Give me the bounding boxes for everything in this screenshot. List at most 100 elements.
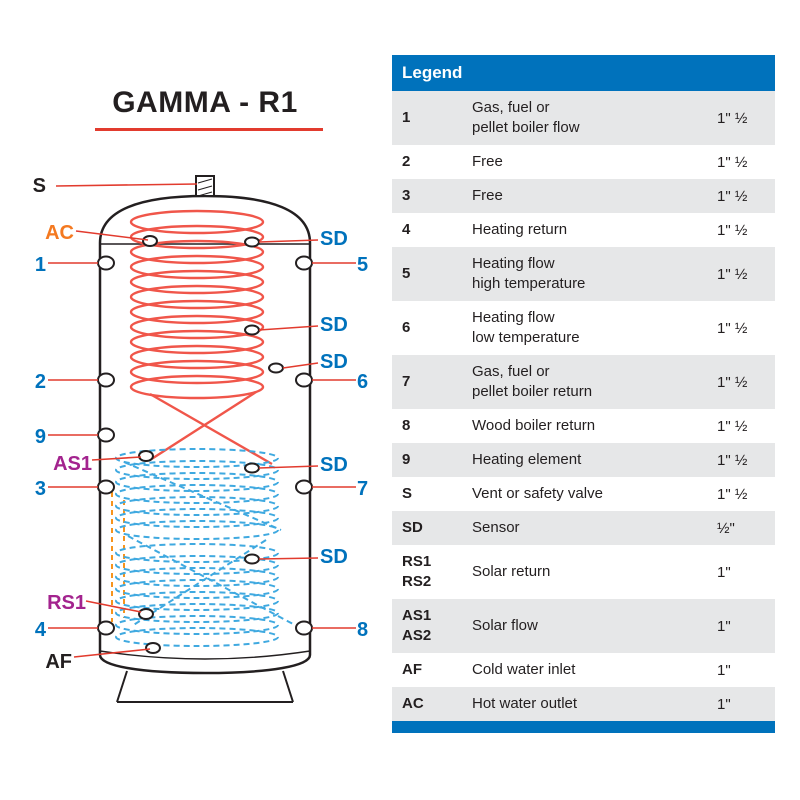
legend-key: 8 [402,417,411,434]
legend-size: 1" ½ [717,417,748,435]
label-af: AF [45,651,72,673]
legend-key: 4 [402,221,411,238]
port-1 [97,255,115,271]
legend-desc: Cold water inlet [472,661,576,678]
legend-key: AC [402,695,424,712]
red-coil [129,209,273,466]
legend-desc: Vent or safety valve [472,485,603,502]
port-7 [295,479,313,495]
legend-desc: Heating element [472,451,582,468]
title-underline [95,128,323,131]
legend-row: RS1 RS2 Solar return 1" [392,545,775,599]
legend-size: 1" ½ [717,485,748,503]
legend-desc: Gas, fuel or pellet boiler return [472,363,593,400]
legend-size: 1" ½ [717,265,748,283]
legend-footer-bar [392,721,775,733]
legend-desc: Heating return [472,221,568,238]
tank-outline [98,194,312,675]
legend-size: 1" [717,563,731,581]
label-sd-2: SD [320,314,348,336]
label-8: 8 [357,619,368,641]
legend-row: 8 Wood boiler return 1" ½ [392,409,775,443]
label-6: 6 [357,371,368,393]
legend-key: RS1 RS2 [402,553,432,590]
port-2 [97,372,115,388]
blue-coil-upper [115,448,282,540]
port-rs1 [138,608,154,620]
legend-size: 1" ½ [717,187,748,205]
legend-size: 1" ½ [717,319,748,337]
legend-row: 9 Heating element 1" ½ [392,443,775,477]
port-ac [142,235,158,247]
legend-desc: Hot water outlet [472,695,578,712]
legend-size: 1" [717,617,731,635]
legend-row: 3 Free 1" ½ [392,179,775,213]
vent-fitting [195,175,215,197]
label-1: 1 [35,254,46,276]
legend-row: AS1 AS2 Solar flow 1" [392,599,775,653]
tank-base [116,670,294,703]
legend-key: AF [402,661,422,678]
orange-lines [111,492,125,622]
legend-key: 9 [402,451,411,468]
legend-rows: 1 Gas, fuel or pellet boiler flow 1" ½ 2… [392,91,775,721]
port-8 [295,620,313,636]
legend-key: 7 [402,373,411,390]
leader-lines [48,183,356,658]
label-4: 4 [35,619,47,641]
legend-size: 1" ½ [717,373,748,391]
legend-key: AS1 AS2 [402,607,432,644]
legend-size: ½" [717,519,735,537]
sensor-sd-2 [244,324,260,336]
legend-desc: Sensor [472,519,520,536]
label-2: 2 [35,371,46,393]
legend-desc: Solar flow [472,617,538,634]
tank-diagram: S AC 1 2 9 AS1 3 RS1 4 AF SD 5 SD SD 6 S… [33,175,368,703]
label-s: S [33,175,46,197]
legend-table: Legend 1 Gas, fuel or pellet boiler flow… [392,55,775,733]
legend-row: SD Sensor ½" [392,511,775,545]
legend-desc: Solar return [472,563,551,580]
legend-key: 6 [402,319,411,336]
label-9: 9 [35,426,46,448]
legend-header: Legend [392,55,775,91]
legend-size: 1" ½ [717,109,748,127]
legend-row: 5 Heating flow high temperature 1" ½ [392,247,775,301]
legend-row: AF Cold water inlet 1" [392,653,775,687]
connection-ports [97,235,313,654]
port-as1 [138,450,154,462]
label-sd-3: SD [320,351,348,373]
label-sd-5: SD [320,546,348,568]
sensor-sd-4 [244,462,260,474]
port-af [145,642,161,654]
port-5 [295,255,313,271]
legend-desc: Wood boiler return [472,417,596,434]
legend-row: AC Hot water outlet 1" [392,687,775,721]
legend-size: 1" [717,695,731,713]
port-9 [97,427,115,443]
legend-desc: Heating flow low temperature [472,309,580,346]
blue-coil-lower [115,535,294,647]
legend-desc: Heating flow high temperature [472,255,586,292]
legend-row: 6 Heating flow low temperature 1" ½ [392,301,775,355]
legend-key: 2 [402,153,411,170]
legend-key: 1 [402,109,411,126]
tank-bottom-seam [99,650,311,660]
legend-key: 3 [402,187,411,204]
legend-size: 1" [717,661,731,679]
label-rs1: RS1 [47,592,86,614]
label-sd-1: SD [320,228,348,250]
legend-row: 7 Gas, fuel or pellet boiler return 1" ½ [392,355,775,409]
legend-key: 5 [402,265,411,282]
legend-row: 4 Heating return 1" ½ [392,213,775,247]
sensor-sd-3 [268,362,284,374]
label-5: 5 [357,254,368,276]
port-4 [97,620,115,636]
legend-row: 2 Free 1" ½ [392,145,775,179]
sensor-sd-5 [244,553,260,565]
port-3 [97,479,115,495]
label-as1: AS1 [53,453,92,475]
legend-desc: Free [472,187,503,204]
legend-row: 1 Gas, fuel or pellet boiler flow 1" ½ [392,91,775,145]
label-sd-4: SD [320,454,348,476]
